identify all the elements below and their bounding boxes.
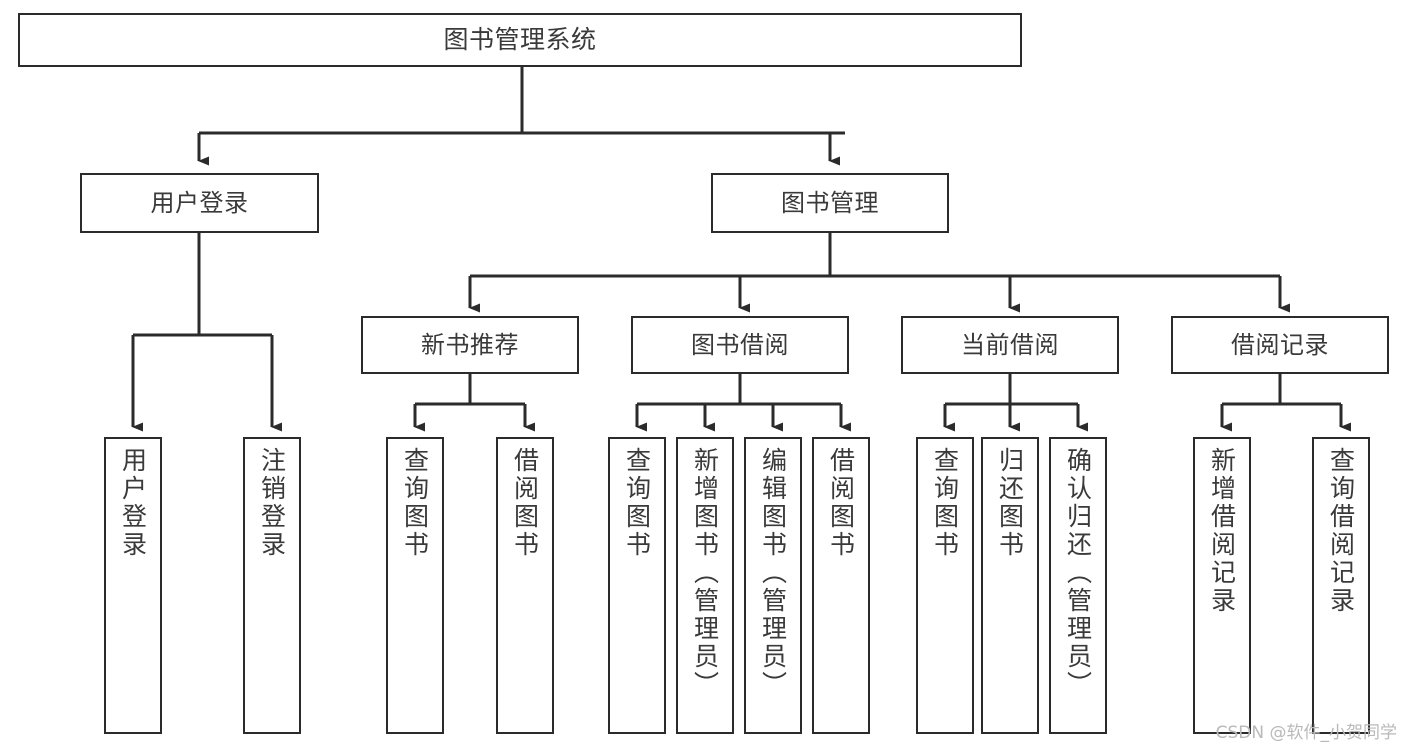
node-label: 借阅记录: [1231, 330, 1329, 359]
leaf-edit-book-admin[interactable]: 编辑图书（管理员）: [744, 437, 802, 734]
leaf-query-book-new[interactable]: 查询图书: [386, 437, 444, 734]
node-label: 查询借阅记录: [1326, 447, 1356, 615]
node-label: 图书借阅: [691, 330, 789, 359]
leaf-borrow-book-new[interactable]: 借阅图书: [496, 437, 554, 734]
leaf-add-book-admin[interactable]: 新增图书（管理员）: [676, 437, 734, 734]
node-label: 当前借阅: [961, 330, 1059, 359]
node-current-borrow[interactable]: 当前借阅: [901, 316, 1119, 374]
node-label: 借阅图书: [510, 447, 540, 559]
leaf-return-book[interactable]: 归还图书: [981, 437, 1039, 734]
node-label: 归还图书: [995, 447, 1025, 559]
node-label: 查询图书: [622, 447, 652, 559]
node-book-management[interactable]: 图书管理: [711, 173, 949, 233]
leaf-query-borrow-record[interactable]: 查询借阅记录: [1312, 437, 1370, 734]
node-borrow-record[interactable]: 借阅记录: [1171, 316, 1389, 374]
node-label: 新增借阅记录: [1207, 447, 1237, 615]
node-label: 编辑图书（管理员）: [758, 447, 788, 699]
leaf-add-borrow-record[interactable]: 新增借阅记录: [1193, 437, 1251, 734]
leaf-logout[interactable]: 注销登录: [243, 437, 301, 734]
node-user-login[interactable]: 用户登录: [80, 173, 319, 233]
leaf-query-book-borrow[interactable]: 查询图书: [608, 437, 666, 734]
leaf-confirm-return-admin[interactable]: 确认归还（管理员）: [1049, 437, 1107, 734]
node-label: 查询图书: [400, 447, 430, 559]
leaf-borrow-book[interactable]: 借阅图书: [812, 437, 870, 734]
node-label: 用户登录: [118, 447, 148, 559]
watermark: CSDN @软件_小贺同学: [1215, 723, 1397, 743]
node-root-book-management-system[interactable]: 图书管理系统: [18, 13, 1022, 67]
node-label: 图书管理: [781, 188, 879, 217]
node-label: 用户登录: [150, 188, 249, 217]
leaf-query-book-current[interactable]: 查询图书: [916, 437, 974, 734]
node-label: 新书推荐: [421, 330, 519, 359]
node-book-borrow[interactable]: 图书借阅: [631, 316, 849, 374]
node-label: 确认归还（管理员）: [1063, 447, 1093, 699]
node-label: 查询图书: [930, 447, 960, 559]
node-label: 借阅图书: [826, 447, 856, 559]
leaf-user-login[interactable]: 用户登录: [104, 437, 162, 734]
node-new-book-recommendation[interactable]: 新书推荐: [361, 316, 579, 374]
node-label: 注销登录: [257, 447, 287, 559]
node-label: 图书管理系统: [443, 25, 597, 54]
node-label: 新增图书（管理员）: [690, 447, 720, 699]
